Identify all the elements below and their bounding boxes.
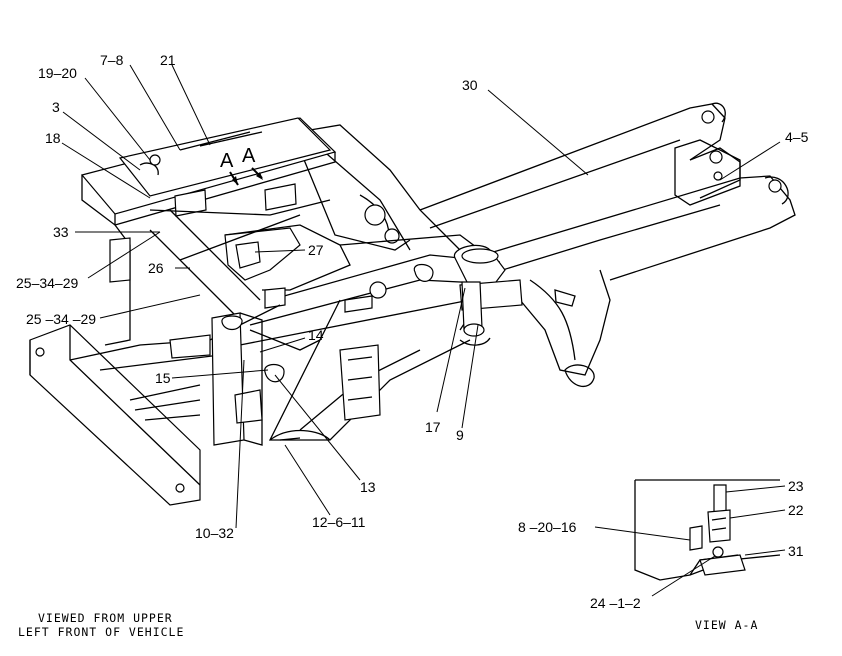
caption-line-1: VIEWED FROM UPPER [38, 611, 173, 625]
callout-25-34-29-lower: 25 –34 –29 [26, 311, 96, 327]
section-marks: A A [220, 145, 263, 186]
leader-lines [61, 64, 781, 529]
callout-14: 14 [308, 327, 324, 343]
callout-labels: 19–20 7–8 21 3 18 30 4–5 33 27 26 25–34–… [16, 52, 809, 611]
front-platform [80, 117, 337, 227]
left-frame-rail [104, 199, 331, 346]
callout-23: 23 [788, 478, 804, 494]
callout-24-1-2: 24 –1–2 [590, 595, 641, 611]
callout-7-8: 7–8 [100, 52, 124, 68]
rear-hanger-bracket [519, 269, 611, 388]
callout-3: 3 [52, 99, 60, 115]
callout-19-20: 19–20 [38, 65, 77, 81]
right-frame-rail [419, 102, 796, 281]
callout-22: 22 [788, 502, 804, 518]
callout-13: 13 [360, 479, 376, 495]
under-plate [269, 429, 331, 441]
callout-9: 9 [456, 427, 464, 443]
section-mark-a-left: A [220, 150, 234, 172]
callout-25-34-29-upper: 25–34–29 [16, 275, 79, 291]
callout-15: 15 [155, 370, 171, 386]
section-mark-a-right: A [242, 145, 256, 167]
callout-10-32: 10–32 [195, 525, 234, 541]
callout-21: 21 [160, 52, 176, 68]
callout-30: 30 [462, 77, 478, 93]
callout-33: 33 [53, 224, 69, 240]
callout-12-6-11: 12–6–11 [312, 514, 366, 530]
callout-26: 26 [148, 260, 164, 276]
lift-cylinder [454, 244, 523, 346]
callout-17: 17 [425, 419, 441, 435]
front-posts [169, 312, 321, 446]
caption-line-2: LEFT FRONT OF VEHICLE [18, 625, 185, 639]
callout-4-5: 4–5 [785, 129, 809, 145]
callout-8-20-16: 8 –20–16 [518, 519, 577, 535]
callout-27: 27 [308, 242, 324, 258]
callout-31: 31 [788, 543, 804, 559]
view-a-a-inset [594, 479, 786, 597]
callout-18: 18 [45, 130, 61, 146]
view-label: VIEW A-A [695, 618, 759, 632]
